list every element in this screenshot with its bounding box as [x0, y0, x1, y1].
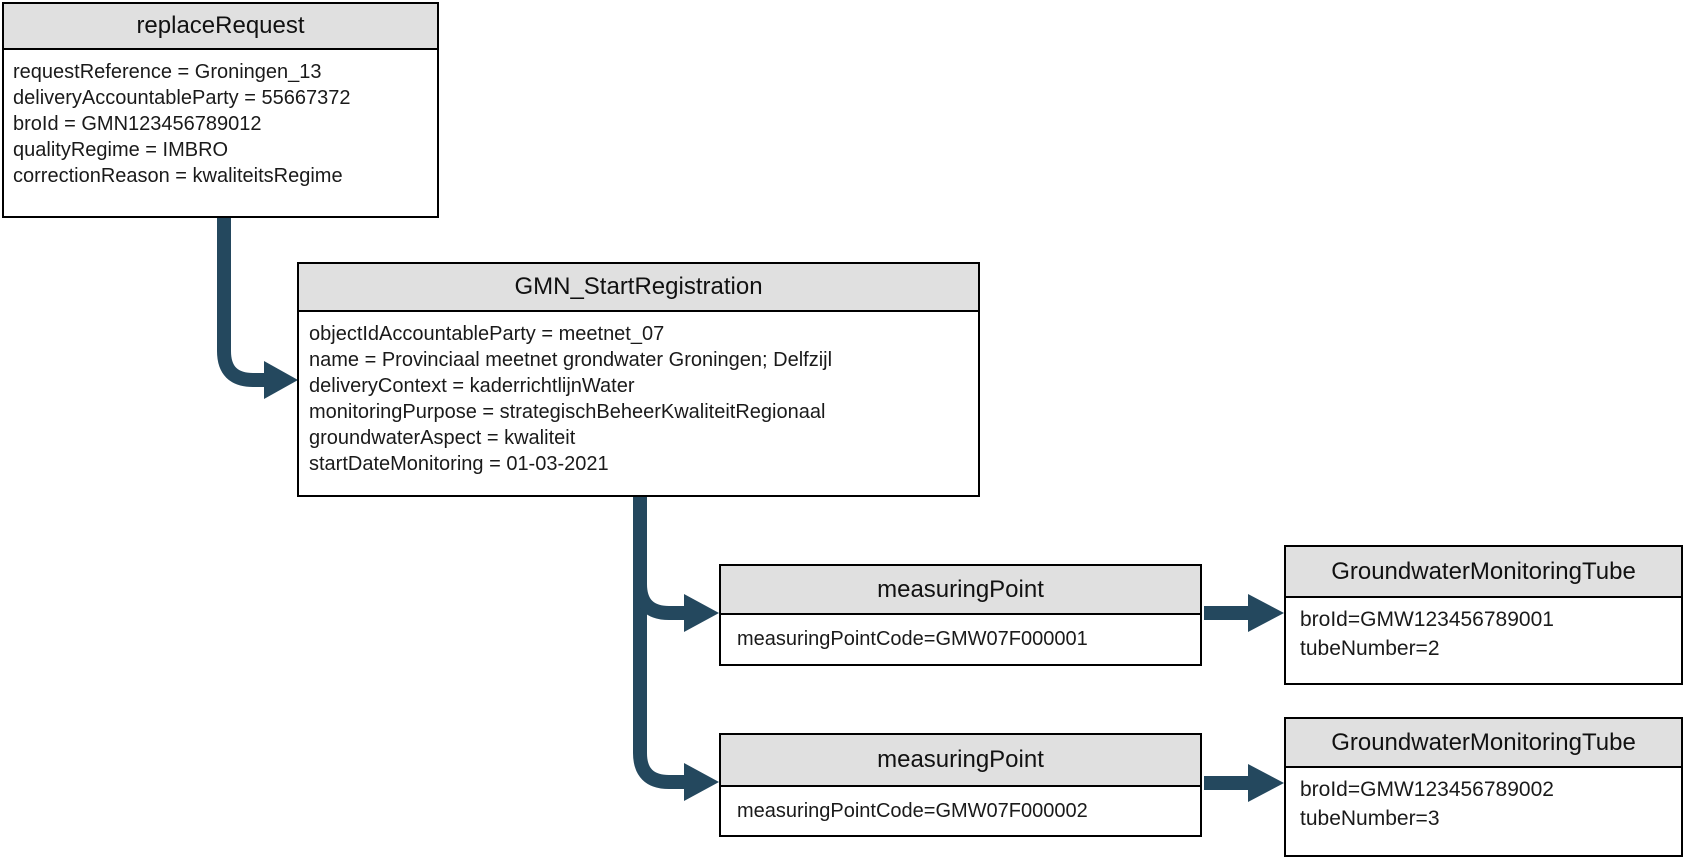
node-body: broId=GMW123456789001 tubeNumber=2	[1286, 598, 1681, 663]
connector-gmn-branch-1	[633, 566, 684, 620]
attribute-line: broId=GMW123456789001	[1300, 608, 1554, 631]
node-body: requestReference = Groningen_13 delivery…	[4, 50, 437, 189]
arrowhead-mp2-to-tube2	[1248, 764, 1284, 802]
node-measuring-point-2: measuringPoint measuringPointCode=GMW07F…	[719, 733, 1202, 837]
attribute-line: objectIdAccountableParty = meetnet_07	[309, 323, 665, 345]
node-title: GMN_StartRegistration	[299, 264, 978, 312]
node-replace-request: replaceRequest requestReference = Gronin…	[2, 2, 439, 218]
attribute-line: correctionReason = kwaliteitsRegime	[13, 165, 343, 187]
attribute-line: broId = GMN123456789012	[13, 113, 262, 135]
attribute-line: measuringPointCode=GMW07F000002	[737, 800, 1088, 822]
arrowhead-mp1-to-tube1	[1248, 594, 1284, 632]
node-gmn-start-registration: GMN_StartRegistration objectIdAccountabl…	[297, 262, 980, 497]
node-body: broId=GMW123456789002 tubeNumber=3	[1286, 768, 1681, 833]
arrowhead-gmn-to-measuringpoint-2	[684, 763, 719, 801]
attribute-line: deliveryContext = kaderrichtlijnWater	[309, 375, 635, 397]
node-title: GroundwaterMonitoringTube	[1286, 719, 1681, 768]
arrowhead-replace-to-gmn	[264, 361, 298, 399]
attribute-line: groundwaterAspect = kwaliteit	[309, 427, 576, 449]
arrowhead-gmn-to-measuringpoint-1	[684, 594, 719, 632]
attribute-line: deliveryAccountableParty = 55667372	[13, 87, 351, 109]
node-title: measuringPoint	[721, 735, 1200, 787]
attribute-line: qualityRegime = IMBRO	[13, 139, 229, 161]
attribute-line: name = Provinciaal meetnet grondwater Gr…	[309, 349, 833, 371]
node-body: measuringPointCode=GMW07F000001	[721, 615, 1200, 663]
node-title: GroundwaterMonitoringTube	[1286, 547, 1681, 598]
attribute-line: startDateMonitoring = 01-03-2021	[309, 453, 609, 475]
attribute-line: measuringPointCode=GMW07F000001	[737, 628, 1088, 650]
connector-replace-to-gmn	[217, 218, 264, 387]
node-measuring-point-1: measuringPoint measuringPointCode=GMW07F…	[719, 564, 1202, 666]
attribute-line: tubeNumber=3	[1300, 807, 1440, 830]
attribute-line: broId=GMW123456789002	[1300, 778, 1554, 801]
node-groundwater-monitoring-tube-1: GroundwaterMonitoringTube broId=GMW12345…	[1284, 545, 1683, 685]
node-groundwater-monitoring-tube-2: GroundwaterMonitoringTube broId=GMW12345…	[1284, 717, 1683, 857]
connector-gmn-trunk	[633, 497, 684, 789]
node-body: measuringPointCode=GMW07F000002	[721, 787, 1200, 835]
attribute-line: requestReference = Groningen_13	[13, 61, 322, 83]
node-body: objectIdAccountableParty = meetnet_07 na…	[299, 312, 978, 477]
attribute-line: tubeNumber=2	[1300, 637, 1440, 660]
attribute-line: monitoringPurpose = strategischBeheerKwa…	[309, 401, 826, 423]
node-title: replaceRequest	[4, 4, 437, 50]
node-title: measuringPoint	[721, 566, 1200, 615]
